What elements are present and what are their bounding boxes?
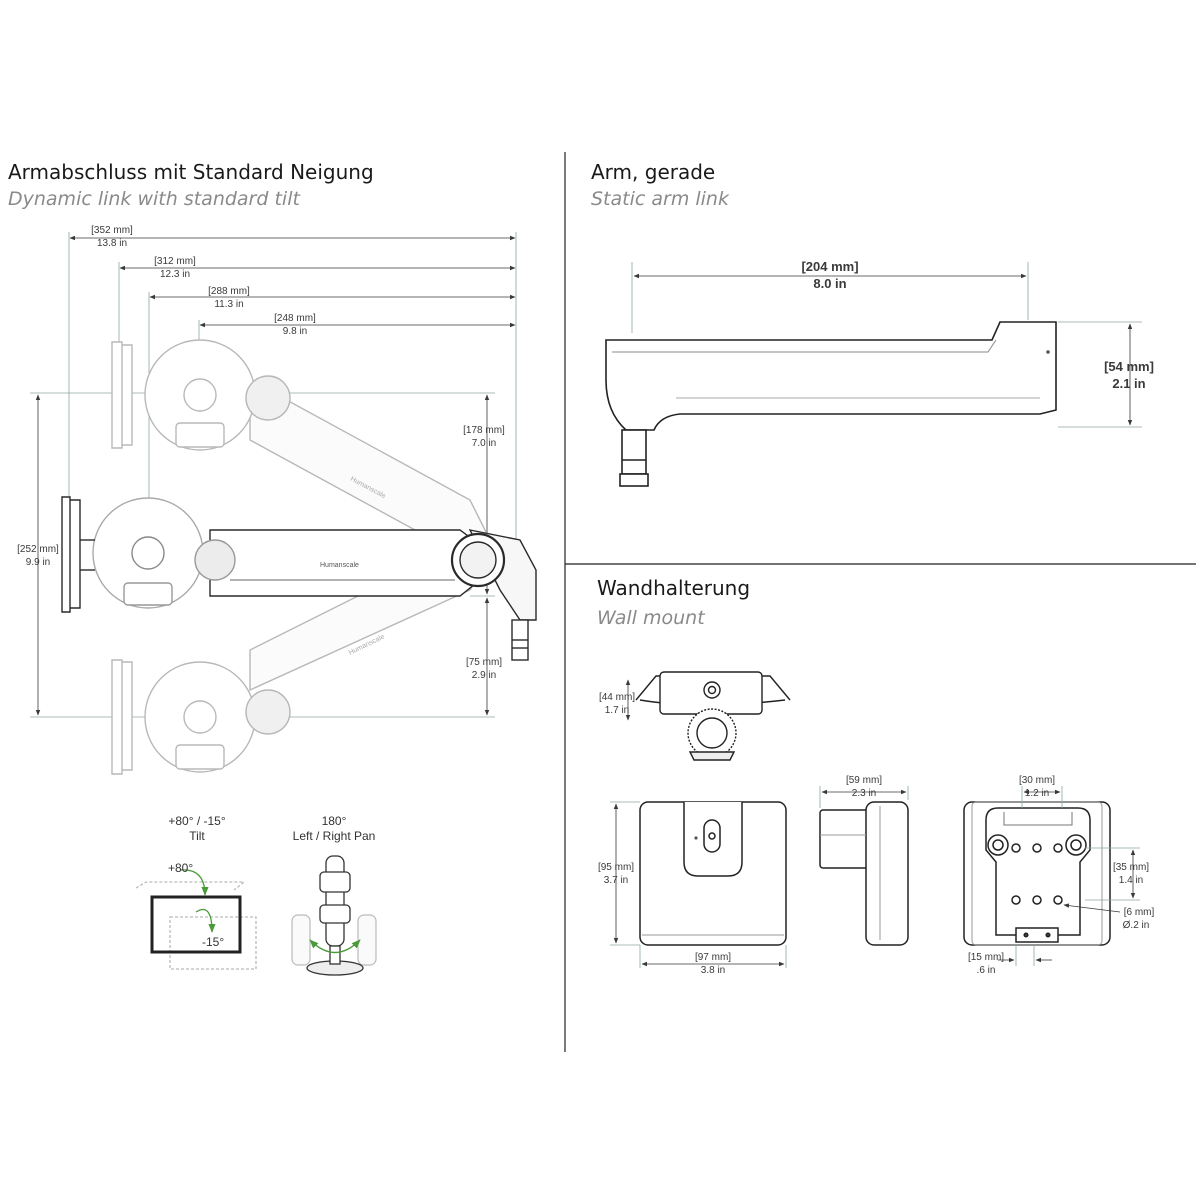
dim-288-mm: [288 mm] (208, 286, 250, 297)
dim-30-in: 1.2 in (1025, 788, 1049, 799)
tilt-label: Tilt (189, 829, 205, 843)
dim-352-mm: [352 mm] (91, 225, 133, 236)
dim-248-mm: [248 mm] (274, 313, 316, 324)
dim-59-mm: [59 mm] (846, 775, 882, 786)
dynamic-link-title-en: Dynamic link with standard tilt (8, 188, 300, 210)
dim-75-in: 2.9 in (472, 670, 496, 681)
dim-288-in: 11.3 in (214, 299, 243, 310)
dim-35-mm: [35 mm] (1113, 862, 1149, 873)
dim-15-in: .6 in (977, 965, 996, 976)
wall-mount-title-de: Wandhalterung (597, 576, 751, 600)
dim-59-in: 2.3 in (852, 788, 876, 799)
dim-54-in: 2.1 in (1112, 376, 1145, 391)
tilt-diagram: +80° / -15° Tilt +80° -15° (135, 814, 257, 970)
dim-54-mm: [54 mm] (1104, 359, 1154, 374)
dim-178-mm: [178 mm] (463, 425, 505, 436)
dim-248-in: 9.8 in (283, 326, 307, 337)
dim-352-in: 13.8 in (97, 238, 127, 249)
static-link-title-de: Arm, gerade (591, 160, 716, 184)
dim-312-in: 12.3 in (160, 269, 190, 280)
dim-95-in: 3.7 in (604, 875, 628, 886)
pan-range: 180° (322, 814, 347, 828)
dim-44-mm: [44 mm] (599, 692, 635, 703)
pan-diagram: 180° Left / Right Pan (291, 814, 377, 976)
brand-label-middle: Humanscale (320, 562, 359, 569)
dim-252-in: 9.9 in (26, 557, 50, 568)
dim-204-mm: [204 mm] (801, 259, 858, 274)
dim-312-mm: [312 mm] (154, 256, 196, 267)
dim-30-mm: [30 mm] (1019, 775, 1055, 786)
dim-178-in: 7.0 in (472, 438, 496, 449)
dim-252-mm: [252 mm] (17, 544, 59, 555)
static-arm-drawing: [204 mm] 8.0 in [54 mm] 2.1 in (605, 259, 1154, 487)
dim-6-mm: [6 mm] (1124, 907, 1155, 918)
static-link-title-en: Static arm link (591, 188, 729, 210)
dim-75-mm: [75 mm] (466, 657, 502, 668)
dim-95-mm: [95 mm] (598, 862, 634, 873)
tilt-up-label: +80° (168, 861, 193, 875)
dim-15-mm: [15 mm] (968, 952, 1004, 963)
dim-204-in: 8.0 in (813, 276, 846, 291)
tilt-range: +80° / -15° (168, 814, 226, 828)
dynamic-link-drawing: Humanscale Humanscale Humanscale [352 mm… (17, 225, 537, 775)
tilt-down-label: -15° (202, 935, 224, 949)
dim-97-in: 3.8 in (701, 965, 725, 976)
dim-35-in: 1.4 in (1119, 875, 1143, 886)
wall-mount-drawing: [44 mm] 1.7 in [95 mm] 3.7 in [97 mm] 3.… (598, 671, 1155, 976)
pan-label: Left / Right Pan (293, 829, 376, 843)
wall-mount-title-en: Wall mount (597, 607, 705, 629)
dim-6-in: Ø.2 in (1123, 920, 1150, 931)
dynamic-link-title-de: Armabschluss mit Standard Neigung (8, 160, 374, 184)
dim-97-mm: [97 mm] (695, 952, 731, 963)
dim-44-in: 1.7 in (605, 705, 629, 716)
